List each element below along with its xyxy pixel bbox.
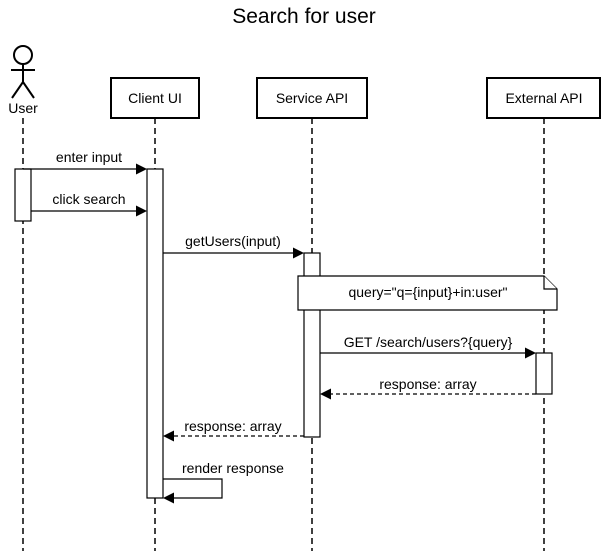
message-get-search-label: GET /search/users?{query} xyxy=(344,334,513,350)
actor-label: User xyxy=(8,100,38,116)
arrowhead xyxy=(163,492,174,504)
diagram-title: Search for user xyxy=(232,5,376,28)
arrowhead xyxy=(293,247,304,259)
participant-box-external-api xyxy=(486,77,601,119)
stick-figure-icon xyxy=(11,45,35,99)
arrowhead xyxy=(163,430,174,442)
activation-client-ui xyxy=(146,168,164,499)
message-render-response-line xyxy=(163,478,223,499)
note-text: query="q={input}+in:user" xyxy=(348,284,507,300)
arrowhead xyxy=(136,205,147,217)
message-response-external-label: response: array xyxy=(379,376,476,392)
arrowhead xyxy=(320,388,331,400)
participant-label-service-api: Service API xyxy=(276,90,348,106)
participant-box-service-api xyxy=(256,77,368,119)
message-get-users-label: getUsers(input) xyxy=(185,233,281,249)
activation-external-api xyxy=(535,352,553,395)
participant-label-external-api: External API xyxy=(505,90,582,106)
activation-user xyxy=(14,168,32,222)
arrowhead xyxy=(525,347,536,359)
message-click-search-label: click search xyxy=(52,191,125,207)
message-response-service-label: response: array xyxy=(184,418,281,434)
participant-box-client-ui xyxy=(110,77,200,119)
message-render-response-label: render response xyxy=(182,460,284,476)
arrowhead xyxy=(136,163,147,175)
note-fold xyxy=(543,276,557,290)
message-enter-input-label: enter input xyxy=(56,149,122,165)
note-box xyxy=(297,275,558,311)
participant-label-client-ui: Client UI xyxy=(128,90,182,106)
